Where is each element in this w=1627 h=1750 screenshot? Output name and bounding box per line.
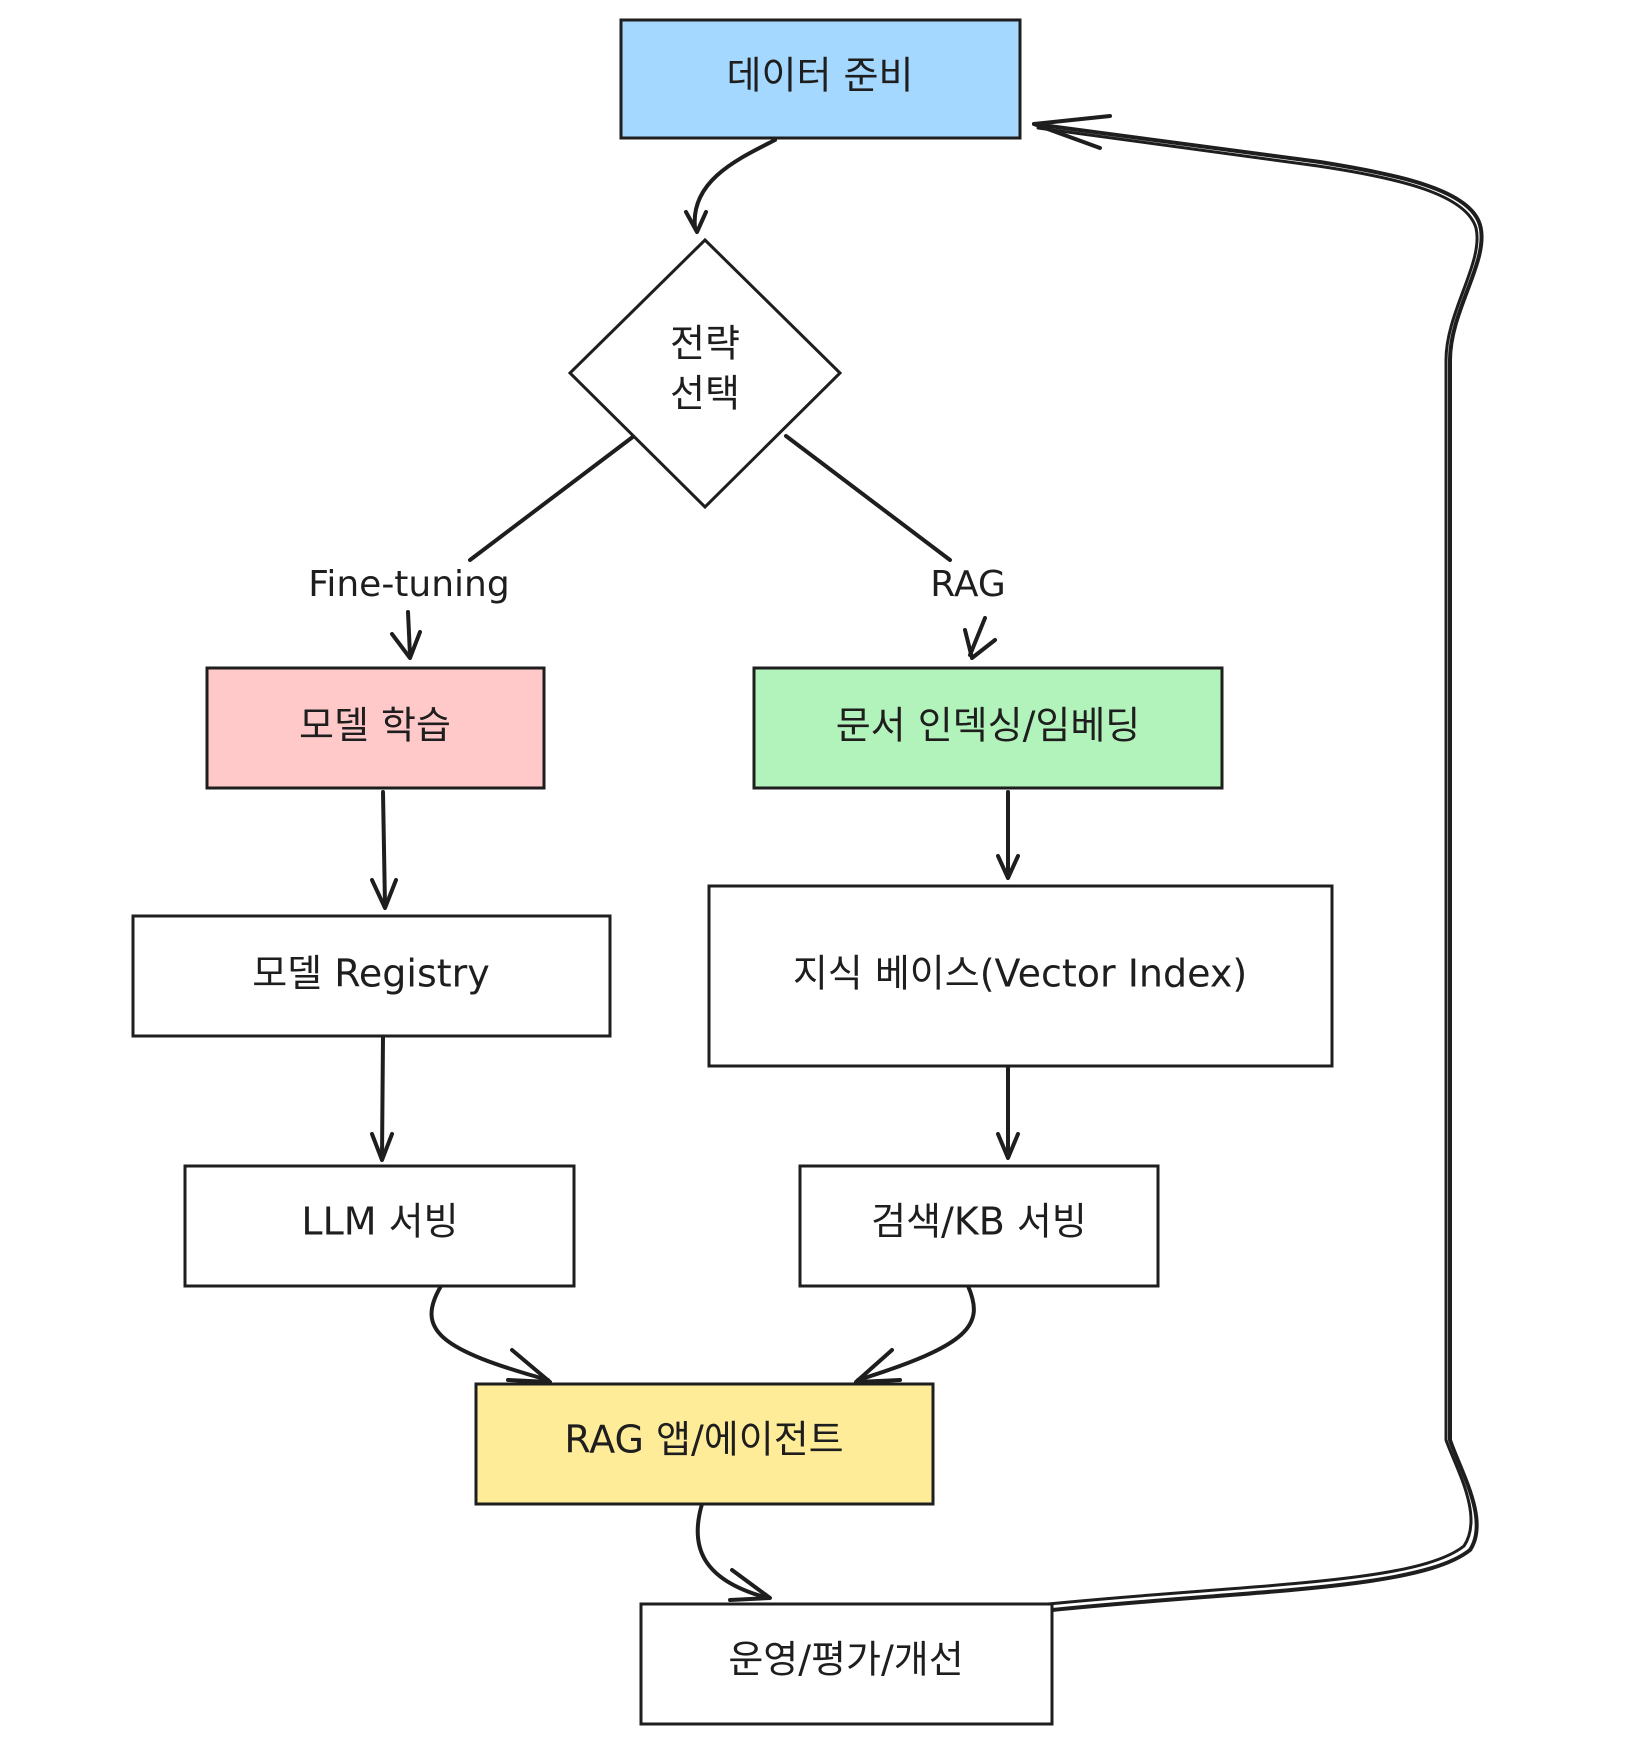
node-rag-app-label: RAG 앱/에이전트 (564, 1418, 843, 1462)
arrowhead-data-prep (1032, 114, 1112, 150)
edge-ops-to-data-prep-loop (1032, 122, 1484, 1612)
node-strategy-diamond (567, 237, 843, 510)
edge-labels: Fine-tuning RAG (308, 564, 1005, 605)
node-knowledge-base-box (707, 884, 1334, 1068)
node-llm-serving-label: LLM 서빙 (301, 1200, 458, 1244)
node-knowledge-base[interactable]: 지식 베이스(Vector Index) (707, 884, 1334, 1068)
edge-search-serving-to-rag-app (856, 1284, 976, 1382)
node-data-prep-box (619, 18, 1022, 140)
node-model-registry-label: 모델 Registry (252, 952, 490, 996)
node-knowledge-base-label: 지식 베이스(Vector Index) (793, 952, 1247, 996)
node-ops-eval-box (639, 1602, 1054, 1726)
node-data-prep-label: 데이터 준비 (727, 54, 914, 98)
arrowhead-doc-indexing (963, 628, 997, 660)
edge-rag-app-to-ops (695, 1502, 770, 1600)
edge-data-prep-to-strategy (692, 138, 777, 230)
nodes: 데이터 준비 전략 선택 모델 학습 문서 인덱싱/임베딩 모델 Registr… (131, 18, 1334, 1726)
node-llm-serving[interactable]: LLM 서빙 (183, 1164, 576, 1288)
edge-strategy-to-rag-label (784, 434, 952, 562)
node-doc-indexing-box (752, 666, 1224, 790)
edge-finetune-to-model-training (406, 610, 412, 657)
node-model-registry-box (131, 914, 612, 1038)
arrowhead-rag-app-left (506, 1348, 552, 1384)
arrowhead-model-registry (370, 878, 398, 910)
node-data-prep[interactable]: 데이터 준비 (619, 18, 1022, 140)
node-doc-indexing-label: 문서 인덱싱/임베딩 (836, 704, 1141, 748)
node-search-kb-serving-box (798, 1164, 1160, 1288)
arrowhead-model-training (390, 630, 422, 660)
node-search-kb-serving-label: 검색/KB 서빙 (871, 1200, 1087, 1244)
node-model-training-box (205, 666, 546, 790)
arrowhead-strategy (684, 210, 708, 234)
edge-label-fine-tuning: Fine-tuning (308, 564, 509, 605)
edge-model-training-to-registry (381, 790, 387, 908)
arrowhead-llm-serving (370, 1132, 394, 1162)
node-strategy[interactable]: 전략 선택 (567, 237, 843, 510)
edge-registry-to-llm-serving (380, 1034, 385, 1160)
node-model-training-label: 모델 학습 (299, 704, 451, 748)
edge-strategy-to-finetune-label (468, 434, 636, 562)
arrowhead-rag-app-right (854, 1348, 902, 1384)
node-ops-eval-label: 운영/평가/개선 (728, 1638, 963, 1682)
node-rag-app[interactable]: RAG 앱/에이전트 (474, 1382, 935, 1506)
node-search-kb-serving[interactable]: 검색/KB 서빙 (798, 1164, 1160, 1288)
node-strategy-label-line1: 전략 (670, 322, 740, 366)
node-model-registry[interactable]: 모델 Registry (131, 914, 612, 1038)
node-doc-indexing[interactable]: 문서 인덱싱/임베딩 (752, 666, 1224, 790)
arrowhead-search-serving (996, 1132, 1020, 1160)
edge-label-rag: RAG (930, 564, 1005, 605)
arrowhead-ops-eval (728, 1568, 772, 1602)
edge-rag-to-doc-indexing (968, 616, 987, 657)
node-model-training[interactable]: 모델 학습 (205, 666, 546, 790)
node-llm-serving-box (183, 1164, 576, 1288)
arrowhead-knowledge-base (996, 854, 1020, 880)
edge-llm-serving-to-rag-app (429, 1284, 550, 1382)
node-rag-app-box (474, 1382, 935, 1506)
node-ops-eval[interactable]: 운영/평가/개선 (639, 1602, 1054, 1726)
node-strategy-label-line2: 선택 (670, 372, 740, 416)
edge-loop-second-stroke (1036, 126, 1479, 1606)
edges (370, 114, 1484, 1612)
